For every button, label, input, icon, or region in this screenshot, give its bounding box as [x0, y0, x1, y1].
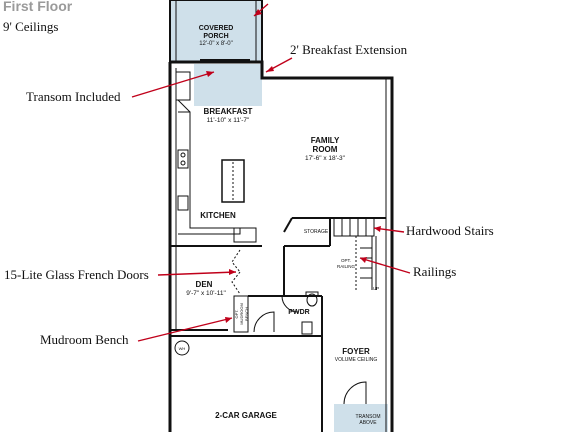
opt-railing-line1: OPT.: [341, 258, 351, 263]
arrow-railings: [359, 257, 411, 274]
annotation-transom-included: Transom Included: [26, 89, 121, 104]
transom-above-line2: ABOVE: [359, 420, 377, 426]
arrow-french-doors: [157, 271, 237, 276]
covered-porch-area: [169, 0, 263, 63]
staircase: [333, 217, 377, 290]
arrow-mudroom-bench: [137, 317, 233, 342]
breakfast-label: BREAKFAST: [204, 107, 253, 116]
den-label: DEN: [196, 280, 213, 289]
pwdr-label: PWDR: [288, 309, 309, 316]
family-room-dims: 17'-6" x 18'-3": [305, 155, 346, 162]
front-door: [343, 381, 367, 405]
annotation-hardwood-stairs: Hardwood Stairs: [406, 223, 494, 238]
storage-label: STORAGE: [304, 229, 329, 235]
den-dims: 9'-7" x 10'-11": [186, 290, 226, 297]
kitchen-counters: [175, 71, 257, 243]
svg-text:BENCH: BENCH: [244, 307, 249, 321]
kitchen-label: KITCHEN: [200, 211, 236, 220]
water-heater-icon: [174, 340, 190, 356]
porch-dims: 12'-0" x 8'-0": [199, 41, 233, 47]
family-room-label-line2: ROOM: [313, 145, 338, 154]
breakfast-dims: 11'-10" x 11'-7": [207, 117, 250, 124]
kitchen-island: [221, 159, 245, 203]
annotation-breakfast-extension: 2' Breakfast Extension: [290, 42, 408, 57]
garage-label: 2-CAR GARAGE: [215, 411, 277, 420]
french-doors: [231, 249, 241, 295]
mudroom-bench: [233, 295, 275, 333]
svg-text:MUDROOM: MUDROOM: [239, 303, 244, 325]
powder-room-fixtures: [281, 291, 319, 335]
annotation-french-doors: 15-Lite Glass French Doors: [4, 267, 149, 282]
arrow-transom: [131, 71, 215, 98]
ceiling-height-note: 9' Ceilings: [3, 19, 59, 34]
foyer-note: VOLUME CEILING: [335, 357, 378, 363]
family-room-label-line1: FAMILY: [311, 136, 340, 145]
porch-detail: [175, 0, 257, 62]
stairs-up-label: UP: [373, 286, 379, 291]
annotation-mudroom-bench: Mudroom Bench: [40, 332, 129, 347]
porch-label-line1: COVERED: [199, 25, 234, 32]
foyer-label: FOYER: [342, 347, 370, 356]
annotation-arrowheads: [206, 9, 381, 323]
porch-label-line2: PORCH: [203, 33, 228, 40]
water-heater-label: WH: [179, 346, 186, 351]
breakfast-extension-area: [194, 64, 262, 106]
mudroom-bench-label: OPT. MUDROOM BENCH: [234, 303, 249, 325]
opt-railing-line2: RAILING: [337, 264, 356, 269]
transom-above-line1: TRANSOM: [356, 414, 381, 420]
annotation-railings: Railings: [413, 264, 457, 279]
svg-text:OPT.: OPT.: [234, 310, 239, 319]
floor-title: First Floor: [3, 0, 73, 14]
transom-area: [334, 404, 388, 432]
exterior-walls: [168, 60, 394, 432]
